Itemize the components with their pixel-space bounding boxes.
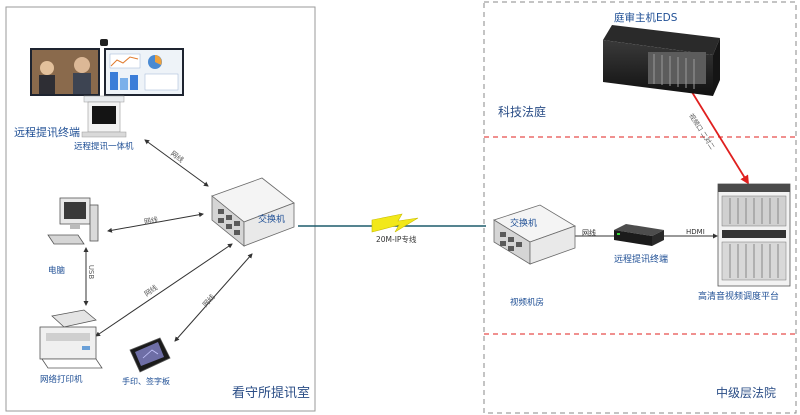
link-computer-printer-label: USB — [87, 264, 96, 280]
detention-room-title: 看守所提讯室 — [232, 386, 311, 401]
link-terminal-switch — [144, 139, 209, 187]
signpad-label: 手印、签字板 — [122, 377, 170, 386]
link-switch-terminal-right-label: 网线 — [582, 229, 596, 237]
printer-icon — [39, 309, 103, 369]
court-panel — [483, 1, 797, 414]
link-computer-switch — [107, 212, 204, 233]
video-room-label: 视频机房 — [510, 298, 545, 308]
all-in-one-label: 远程提讯一体机 — [74, 142, 134, 152]
computer-label: 电脑 — [48, 266, 66, 276]
switch-left-label: 交换机 — [258, 215, 286, 225]
wan-label: 20M-IP专线 — [376, 235, 417, 244]
computer-icon — [47, 197, 99, 245]
switch-right-icon — [493, 204, 576, 265]
terminal-box-icon — [614, 224, 664, 246]
printer-label: 网络打印机 — [40, 375, 83, 385]
link-server-platform — [686, 82, 749, 185]
terminal-label: 远程提讯终端 — [14, 126, 80, 139]
platform-rack-icon — [717, 183, 791, 287]
link-terminal-platform-label: HDMI — [686, 228, 705, 236]
signpad-icon — [129, 337, 171, 373]
server-label: 庭审主机EDS — [614, 12, 678, 24]
tech-court-title: 科技法庭 — [498, 105, 547, 119]
intermediate-court-title: 中级层法院 — [716, 386, 777, 400]
switch-left-icon — [211, 177, 295, 247]
link-signpad-switch — [174, 253, 253, 342]
platform-label: 高清音视频调度平台 — [698, 292, 780, 302]
wan-lightning-icon — [371, 213, 419, 233]
terminal-right-label: 远程提讯终端 — [614, 255, 669, 265]
server-icon — [603, 25, 720, 96]
all-in-one-icon — [30, 39, 184, 138]
switch-right-label: 交换机 — [510, 219, 538, 229]
